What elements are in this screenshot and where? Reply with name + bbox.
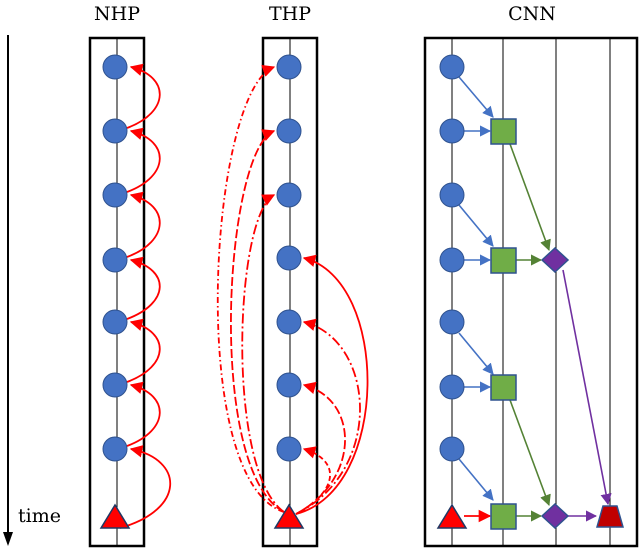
cnn-target-event: [436, 503, 468, 529]
thp-title: THP: [269, 3, 311, 25]
event-node: [439, 309, 465, 335]
event-node: [276, 118, 302, 144]
event-node: [276, 182, 302, 208]
event-node: [102, 182, 128, 208]
event-node: [439, 247, 465, 273]
cnn-output-node: [596, 505, 624, 528]
conv-node: [490, 503, 517, 530]
nhp-panel: [88, 36, 172, 548]
thp-events: [276, 54, 302, 462]
conv-node: [540, 502, 570, 530]
nhp-target-event: [99, 503, 131, 529]
conv-node: [540, 246, 570, 274]
thp-attention-arrows-left: [216, 64, 285, 513]
thp-target-event: [273, 503, 305, 529]
event-node: [439, 182, 465, 208]
event-node: [439, 118, 465, 144]
event-node: [439, 436, 465, 462]
cnn-conv-layer2: [540, 246, 570, 530]
event-node: [276, 372, 302, 398]
cnn-panel: [423, 36, 639, 548]
cnn-frame: [423, 36, 639, 548]
event-node: [439, 374, 465, 400]
event-node: [276, 245, 302, 271]
event-node: [276, 54, 302, 80]
nhp-title: NHP: [94, 3, 140, 25]
event-node: [102, 54, 128, 80]
conv-node: [490, 247, 517, 274]
time-axis: [3, 35, 13, 546]
conv-node: [490, 374, 517, 401]
event-node: [276, 309, 302, 335]
time-axis-label: time: [18, 505, 61, 527]
event-node: [102, 309, 128, 335]
nhp-events: [102, 54, 128, 462]
event-node: [102, 436, 128, 462]
event-node: [102, 247, 128, 273]
event-node: [276, 436, 302, 462]
nhp-recurrent-arrows: [119, 63, 172, 529]
thp-panel: [216, 36, 369, 548]
thp-attention-arrows-right: [295, 254, 369, 515]
event-node: [102, 118, 128, 144]
cnn-layer2-arrows: [509, 143, 551, 522]
cnn-input-events: [439, 54, 465, 462]
cnn-layer1-arrows: [458, 76, 494, 501]
cnn-conv-layer1: [490, 118, 517, 530]
cnn-layer3-arrows: [562, 269, 612, 522]
cnn-title: CNN: [508, 3, 556, 25]
event-node: [439, 54, 465, 80]
conv-node: [490, 118, 517, 145]
event-node: [102, 372, 128, 398]
